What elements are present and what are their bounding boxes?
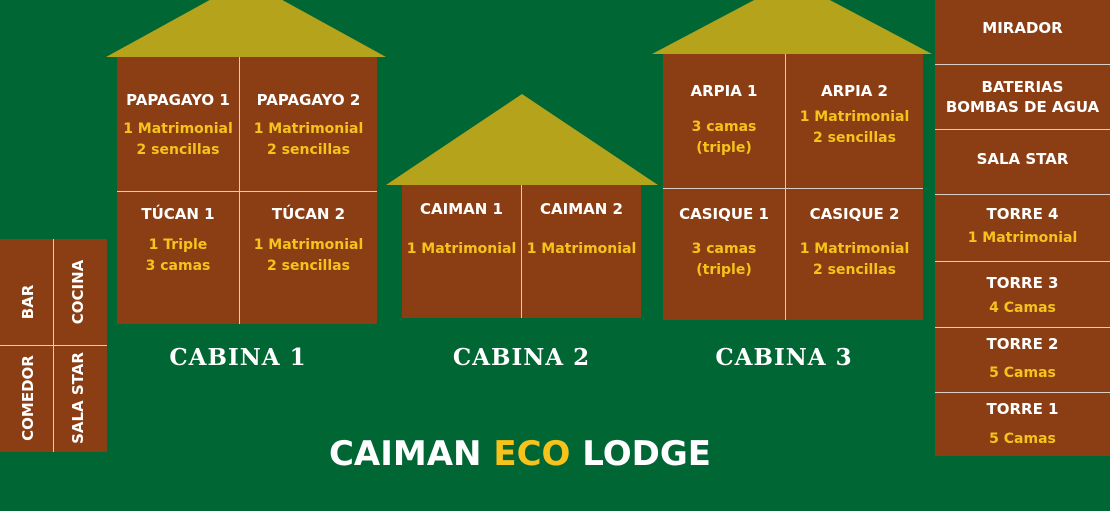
room-beds: 1 Matrimonial (526, 241, 637, 257)
tower-floor-beds: 1 Matrimonial (967, 230, 1078, 246)
room-beds: 1 Matrimonial 2 sencillas (799, 241, 910, 278)
left-building-divider-h (0, 345, 107, 346)
tower-floor-name: TORRE 3 (986, 274, 1059, 292)
room-name: TÚCAN 1 (141, 205, 215, 223)
room-name: PAPAGAYO 2 (256, 91, 361, 109)
room-beds: 1 Matrimonial 2 sencillas (123, 121, 233, 158)
tower-floor-name: SALA STAR (976, 150, 1069, 168)
room-casique-1: CASIQUE 1 3 camas (triple) (663, 189, 785, 320)
tower-divider (935, 327, 1110, 328)
lodge-title: CAIMAN ECO LODGE (0, 434, 1040, 474)
tower-torre-2: TORRE 2 5 Camas (935, 328, 1110, 392)
title-caiman: CAIMAN (328, 434, 482, 474)
room-tucan-1: TÚCAN 1 1 Triple 3 camas (117, 192, 239, 324)
tower-torre-1: TORRE 1 5 Camas (935, 393, 1110, 456)
tower-floor-beds: 5 Camas (989, 365, 1056, 381)
room-name: CAIMAN 2 (540, 200, 623, 218)
room-name: CASIQUE 1 (679, 205, 769, 223)
cabina3-building (663, 54, 923, 320)
cabina1-roof (106, 0, 386, 57)
tower-divider (935, 392, 1110, 393)
cabina1-label: CABINA 1 (169, 344, 307, 371)
tower-divider (935, 64, 1110, 65)
room-caiman-1: CAIMAN 1 1 Matrimonial (402, 185, 521, 318)
room-casique-2: CASIQUE 2 1 Matrimonial 2 sencillas (786, 189, 923, 320)
room-name: PAPAGAYO 1 (126, 91, 230, 109)
room-name: CAIMAN 1 (420, 200, 503, 218)
room-papagayo-1: PAPAGAYO 1 1 Matrimonial 2 sencillas (117, 57, 239, 191)
tower-sala-star: SALA STAR (935, 130, 1110, 194)
area-sala-star-left: SALA STAR (69, 352, 87, 444)
tower-torre-4: TORRE 4 1 Matrimonial (935, 195, 1110, 261)
tower-mirador: MIRADOR (935, 0, 1110, 64)
cabina3-roof (652, 0, 932, 54)
tower-floor-name: BATERIAS BOMBAS DE AGUA (945, 78, 1100, 116)
room-beds: 1 Matrimonial 2 sencillas (253, 121, 364, 158)
tower-divider (935, 194, 1110, 195)
room-name: CASIQUE 2 (809, 205, 900, 223)
tower-floor-name: TORRE 1 (986, 400, 1059, 418)
cabina1-divider-h (117, 191, 377, 192)
cabina1-divider-v (239, 57, 240, 324)
room-arpia-1: ARPIA 1 3 camas (triple) (663, 54, 785, 188)
cabina3-label: CABINA 3 (715, 344, 853, 371)
tower-floor-name: MIRADOR (982, 19, 1063, 37)
cabina3-divider-v (785, 54, 786, 320)
room-name: TÚCAN 2 (271, 205, 346, 223)
cabina3-divider-h (663, 188, 923, 189)
tower-floor-name: TORRE 2 (986, 335, 1059, 353)
room-caiman-2: CAIMAN 2 1 Matrimonial (522, 185, 641, 318)
tower-divider (935, 129, 1110, 130)
cabina1-building (117, 57, 377, 324)
tower-torre-3: TORRE 3 4 Camas (935, 262, 1110, 327)
room-name: ARPIA 1 (690, 82, 758, 100)
title-eco: ECO (493, 434, 571, 474)
tower-baterias: BATERIAS BOMBAS DE AGUA (935, 65, 1110, 129)
tower-floor-name: TORRE 4 (986, 205, 1059, 223)
room-beds: 1 Matrimonial 2 sencillas (253, 237, 364, 274)
tower-building: MIRADOR BATERIAS BOMBAS DE AGUA SALA STA… (935, 0, 1110, 456)
area-bar: BAR (19, 284, 37, 320)
cabina2-roof (386, 94, 658, 185)
tower-floor-beds: 5 Camas (989, 431, 1056, 447)
room-beds: 3 camas (triple) (691, 119, 757, 156)
title-lodge: LODGE (582, 434, 712, 474)
tower-divider (935, 261, 1110, 262)
room-tucan-2: TÚCAN 2 1 Matrimonial 2 sencillas (240, 192, 377, 324)
room-beds: 1 Matrimonial 2 sencillas (799, 109, 910, 146)
room-beds: 1 Matrimonial (406, 241, 517, 257)
tower-floor-beds: 4 Camas (989, 300, 1056, 316)
room-arpia-2: ARPIA 2 1 Matrimonial 2 sencillas (786, 54, 923, 188)
room-papagayo-2: PAPAGAYO 2 1 Matrimonial 2 sencillas (240, 57, 377, 191)
room-beds: 3 camas (triple) (691, 241, 757, 278)
cabina2-label: CABINA 2 (452, 344, 591, 371)
cabina2-divider-v (521, 185, 522, 318)
area-comedor: COMEDOR (19, 355, 37, 441)
room-beds: 1 Triple 3 camas (145, 237, 211, 274)
room-name: ARPIA 2 (820, 82, 888, 100)
area-cocina: COCINA (69, 259, 87, 325)
